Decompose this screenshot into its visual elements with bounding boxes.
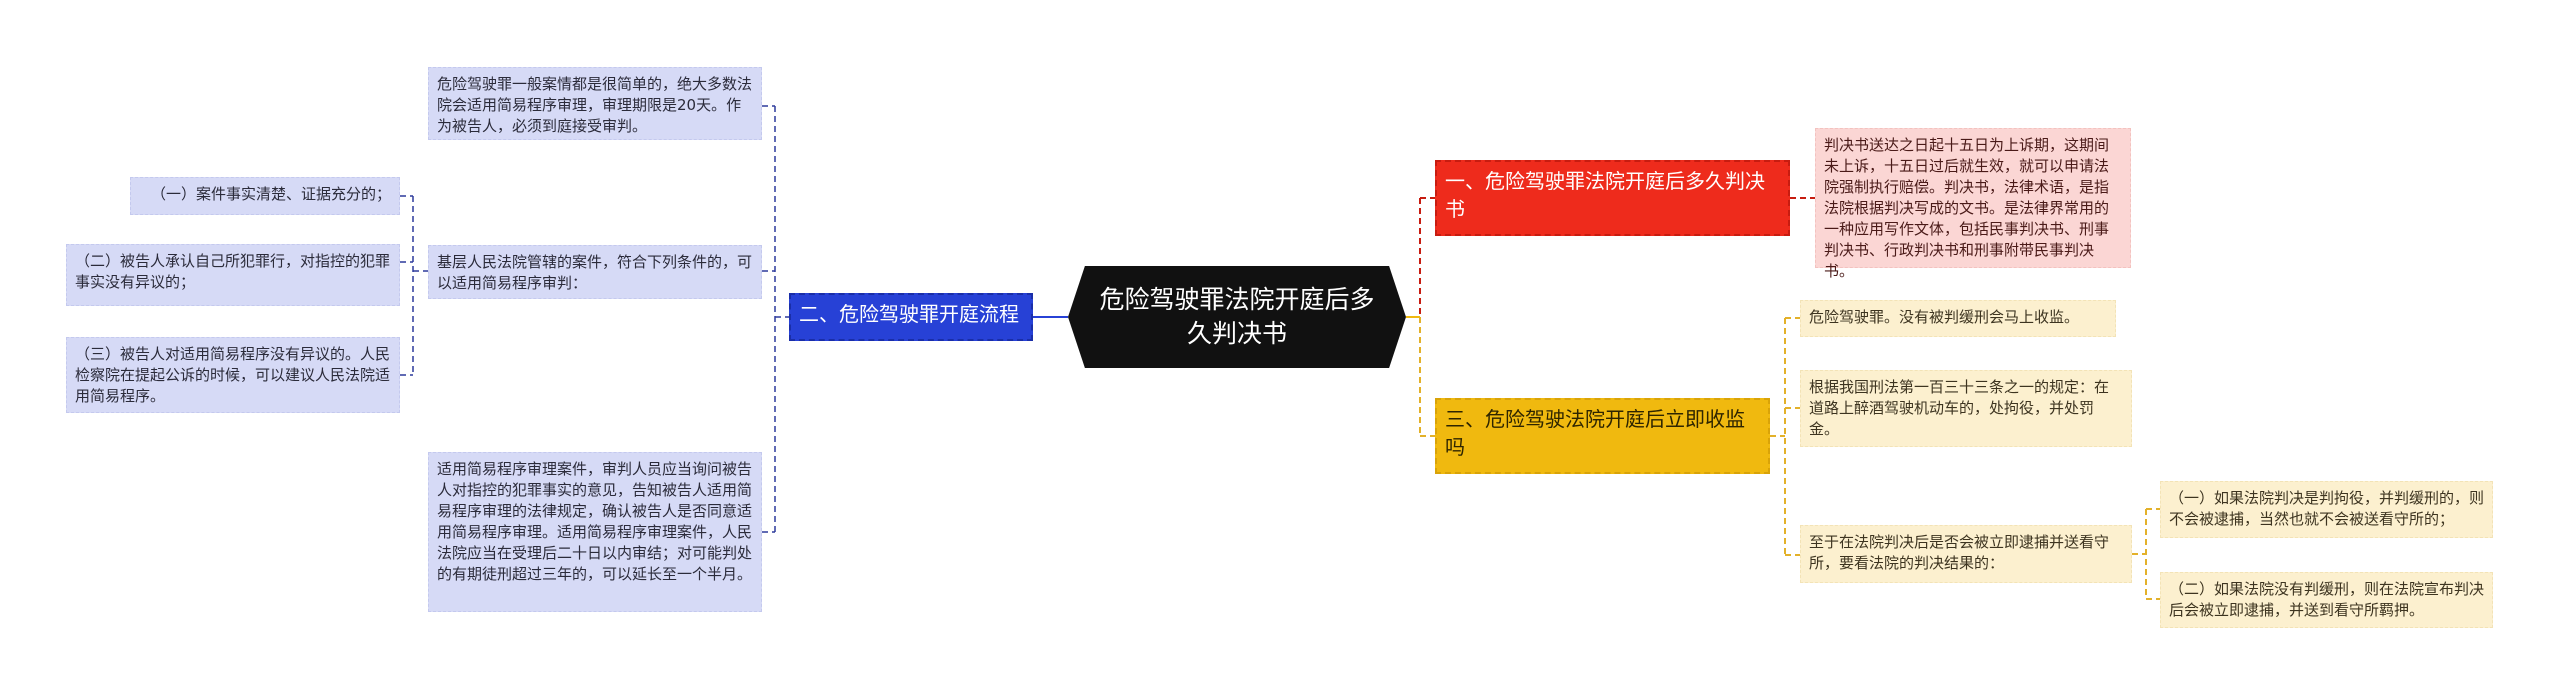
leaf-text: （二）被告人承认自己所犯罪行，对指控的犯罪事实没有异议的； xyxy=(75,252,391,291)
leaf-simple-procedure-note[interactable]: 危险驾驶罪一般案情都是很简单的，绝大多数法院会适用简易程序审理，审理期限是20天… xyxy=(428,67,762,140)
leaf-depends-on-judgment[interactable]: 至于在法院判决后是否会被立即逮捕并送看守所，要看法院的判决结果的： xyxy=(1800,525,2132,583)
leaf-simple-procedure-trial[interactable]: 适用简易程序审理案件，审判人员应当询问被告人对指控的犯罪事实的意见，告知被告人适… xyxy=(428,452,762,612)
outcome-item-1[interactable]: （一）如果法院判决是判拘役，并判缓刑的，则不会被逮捕，当然也就不会被送看守所的； xyxy=(2160,481,2493,538)
branch-label: 一、危险驾驶罪法院开庭后多久判决书 xyxy=(1445,169,1765,221)
leaf-text: 判决书送达之日起十五日为上诉期，这期间未上诉，十五日过后就生效，就可以申请法院强… xyxy=(1824,136,2110,280)
leaf-text: 危险驾驶罪一般案情都是很简单的，绝大多数法院会适用简易程序审理，审理期限是20天… xyxy=(437,75,753,135)
outcome-item-2[interactable]: （二）如果法院没有判缓刑，则在法院宣布判决后会被立即逮捕，并送到看守所羁押。 xyxy=(2160,572,2493,628)
leaf-basic-court-conditions[interactable]: 基层人民法院管辖的案件，符合下列条件的，可以适用简易程序审判： xyxy=(428,245,762,299)
branch-immediate-custody[interactable]: 三、危险驾驶法院开庭后立即收监吗 xyxy=(1435,398,1770,474)
leaf-text: 至于在法院判决后是否会被立即逮捕并送看守所，要看法院的判决结果的： xyxy=(1809,533,2110,572)
leaf-text: 基层人民法院管辖的案件，符合下列条件的，可以适用简易程序审判： xyxy=(437,253,753,292)
root-node[interactable]: 危险驾驶罪法院开庭后多久判决书 xyxy=(1068,266,1406,368)
condition-item-1[interactable]: （一）案件事实清楚、证据充分的； xyxy=(130,177,400,215)
leaf-text: （三）被告人对适用简易程序没有异议的。人民检察院在提起公诉的时候，可以建议人民法… xyxy=(75,345,391,405)
leaf-text: （二）如果法院没有判缓刑，则在法院宣布判决后会被立即逮捕，并送到看守所羁押。 xyxy=(2169,580,2485,619)
leaf-text: 危险驾驶罪。没有被判缓刑会马上收监。 xyxy=(1809,308,2080,326)
branch-label: 三、危险驾驶法院开庭后立即收监吗 xyxy=(1445,407,1745,459)
branch-judgment-timing[interactable]: 一、危险驾驶罪法院开庭后多久判决书 xyxy=(1435,160,1790,236)
leaf-text: （一）如果法院判决是判拘役，并判缓刑的，则不会被逮捕，当然也就不会被送看守所的； xyxy=(2169,489,2485,528)
leaf-text: 根据我国刑法第一百三十三条之一的规定：在道路上醉酒驾驶机动车的，处拘役，并处罚金… xyxy=(1809,378,2110,438)
leaf-text: 适用简易程序审理案件，审判人员应当询问被告人对指控的犯罪事实的意见，告知被告人适… xyxy=(437,460,753,583)
leaf-appeal-period[interactable]: 判决书送达之日起十五日为上诉期，这期间未上诉，十五日过后就生效，就可以申请法院强… xyxy=(1815,128,2131,280)
root-title: 危险驾驶罪法院开庭后多久判决书 xyxy=(1099,285,1375,348)
condition-item-2[interactable]: （二）被告人承认自己所犯罪行，对指控的犯罪事实没有异议的； xyxy=(66,244,400,306)
leaf-criminal-law-article[interactable]: 根据我国刑法第一百三十三条之一的规定：在道路上醉酒驾驶机动车的，处拘役，并处罚金… xyxy=(1800,370,2132,447)
leaf-text: （一）案件事实清楚、证据充分的； xyxy=(150,185,391,203)
branch-trial-process[interactable]: 二、危险驾驶罪开庭流程 xyxy=(789,293,1033,341)
branch-label: 二、危险驾驶罪开庭流程 xyxy=(799,302,1019,326)
condition-item-3[interactable]: （三）被告人对适用简易程序没有异议的。人民检察院在提起公诉的时候，可以建议人民法… xyxy=(66,337,400,413)
leaf-custody-summary[interactable]: 危险驾驶罪。没有被判缓刑会马上收监。 xyxy=(1800,300,2116,337)
